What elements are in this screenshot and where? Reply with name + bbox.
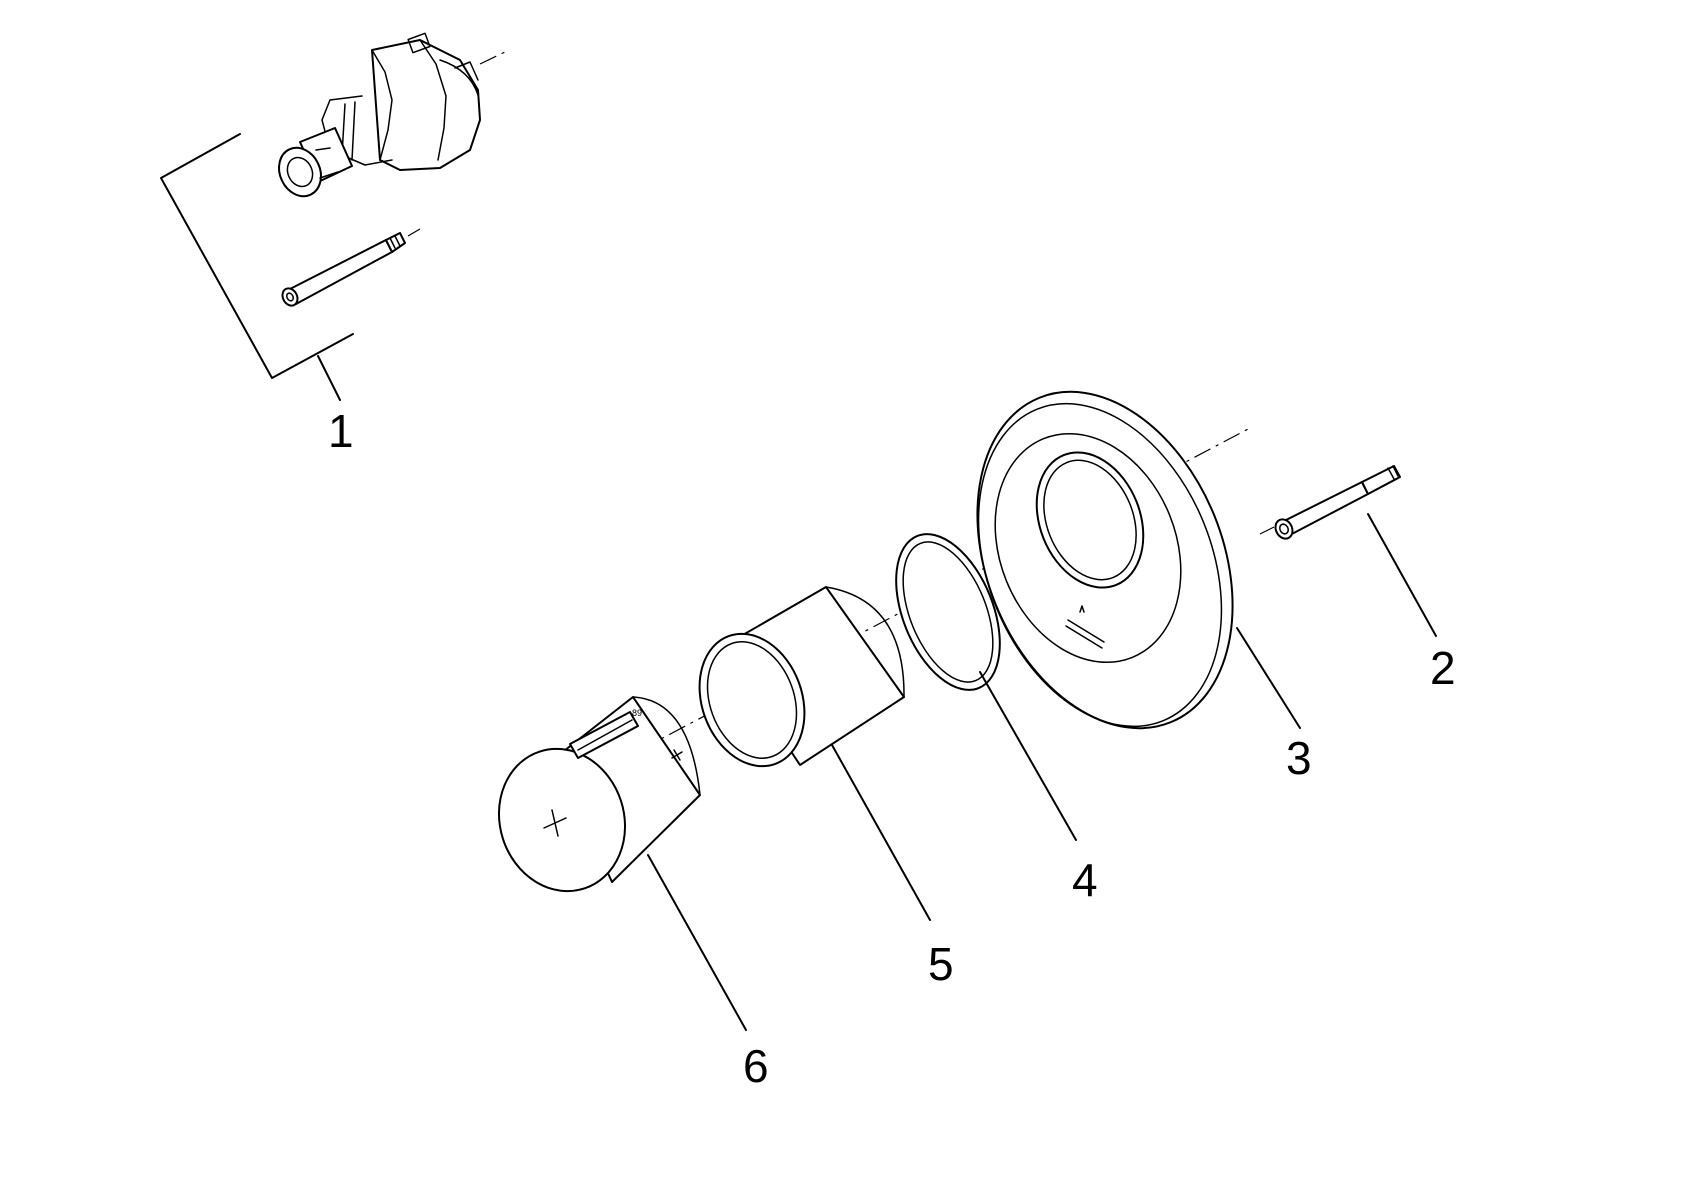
part-1-cartridge-axis	[479, 51, 506, 65]
part-3-escutcheon: 3	[976, 390, 1312, 784]
part-1-cartridge-set: 1	[160, 32, 506, 457]
part-1-spindle-icon	[281, 228, 421, 307]
part-6-leader-line	[647, 854, 747, 1031]
callout-3: 3	[1286, 732, 1312, 784]
callout-6: 6	[743, 1040, 769, 1092]
callout-4: 4	[1072, 854, 1098, 906]
part-5-sleeve: 5	[698, 586, 954, 990]
part-6-handle: 89 6	[497, 696, 769, 1092]
part-3-leader-line	[1236, 627, 1301, 729]
callout-1: 1	[328, 405, 354, 457]
part-5-leader-line	[831, 744, 931, 921]
callout-2: 2	[1430, 642, 1456, 694]
part-1-bracket	[160, 133, 354, 379]
part-2-leader-line	[1367, 513, 1437, 637]
part-2-extension-spindle: 2	[1259, 465, 1456, 694]
callout-5: 5	[928, 938, 954, 990]
brand-logo-icon	[1065, 605, 1105, 649]
part-1-leader-line	[317, 355, 341, 401]
svg-text:89: 89	[632, 708, 642, 718]
part-4-leader-line	[979, 671, 1077, 841]
part-4-o-ring: 4	[895, 533, 1098, 906]
cartridge-icon	[278, 32, 481, 198]
